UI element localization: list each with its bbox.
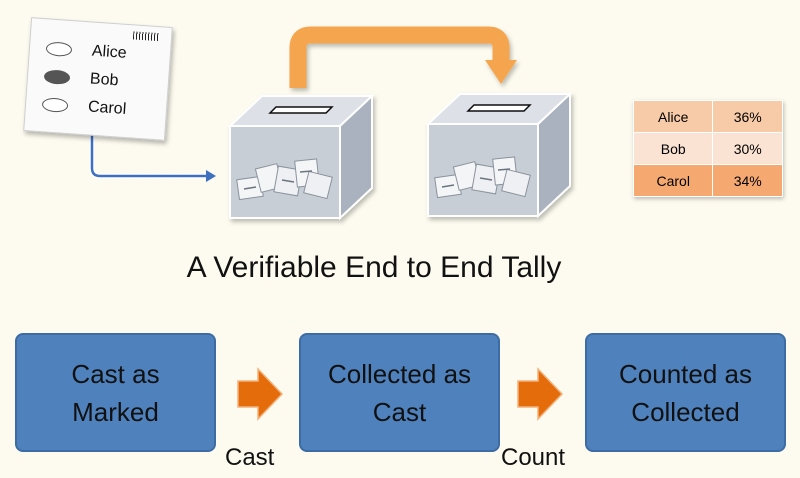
- diagram-title: A Verifiable End to End Tally: [186, 251, 562, 284]
- ballot-box-icon: [427, 93, 571, 217]
- ballot-candidate-name: Carol: [87, 98, 127, 119]
- tally-row: Bob 30%: [632, 132, 783, 165]
- ballot-to-box-arrow: [89, 132, 216, 182]
- tally-candidate: Bob: [632, 132, 714, 165]
- transition-label-cast: Cast: [225, 444, 275, 471]
- ballot-option-alice: Alice: [45, 37, 127, 65]
- tally-table: Alice 36% Bob 30% Carol 34%: [632, 100, 783, 197]
- transition-label-count: Count: [501, 444, 566, 471]
- ballot-bubble: [45, 41, 73, 58]
- step-label: Counted as Collected: [619, 358, 752, 427]
- ballot-option-carol: Carol: [41, 93, 127, 121]
- step-label: Collected as Cast: [327, 358, 472, 427]
- ballot-candidate-name: Alice: [91, 42, 128, 62]
- tally-row: Carol 34%: [632, 164, 783, 197]
- ballot-box-icon: [229, 95, 373, 219]
- tally-candidate: Alice: [632, 100, 714, 133]
- barcode-icon: [132, 31, 160, 42]
- step-counted-as-collected: Counted as Collected: [585, 333, 786, 452]
- step-label: Cast as Marked: [71, 358, 160, 427]
- flow-arrow-icon: [517, 367, 564, 421]
- tally-percent: 34%: [712, 164, 783, 197]
- ballot-option-bob: Bob: [43, 65, 119, 92]
- ballot-candidate-name: Bob: [89, 70, 119, 90]
- ballot-bubble: [41, 97, 69, 113]
- flow-arrow-icon: [237, 367, 284, 421]
- transfer-arrow: [289, 26, 517, 88]
- step-collected-as-cast: Collected as Cast: [299, 333, 500, 452]
- tally-percent: 36%: [712, 100, 783, 133]
- tally-candidate: Carol: [632, 164, 714, 197]
- tally-row: Alice 36%: [632, 100, 783, 133]
- step-cast-as-marked: Cast as Marked: [15, 333, 216, 452]
- ballot-paper-icon: Alice Bob Carol: [23, 17, 173, 141]
- ballot-bubble-filled: [43, 69, 71, 86]
- tally-percent: 30%: [712, 132, 783, 165]
